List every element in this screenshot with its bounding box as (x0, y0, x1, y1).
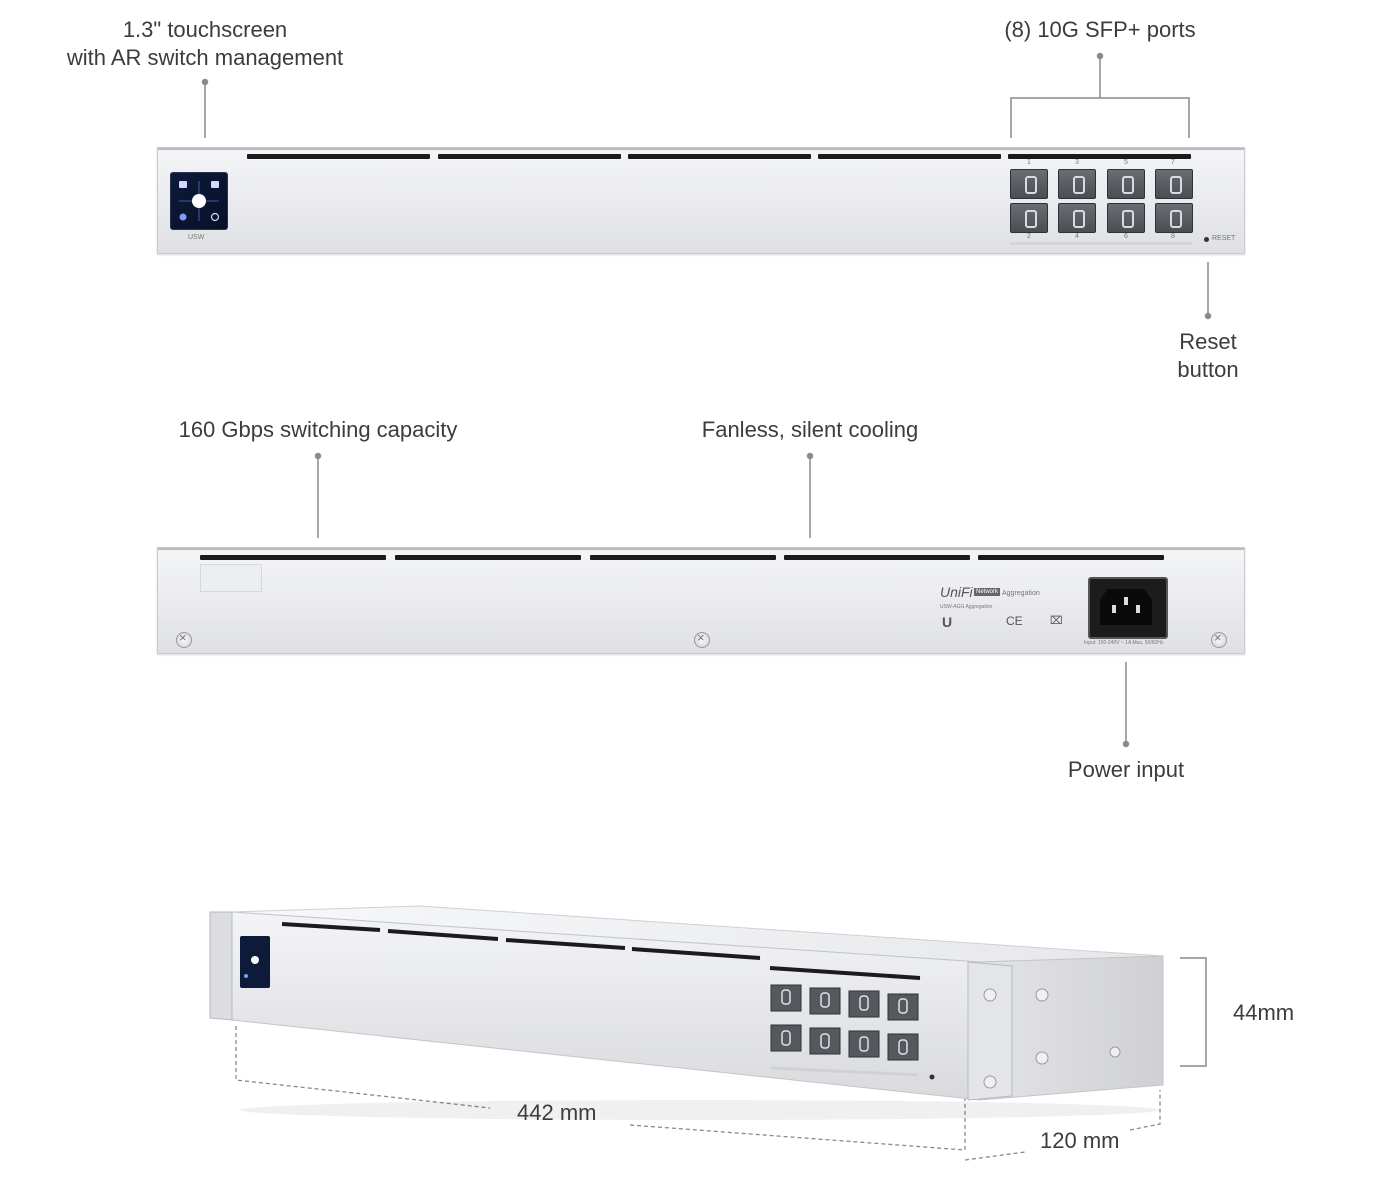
rear-product: Aggregation (1002, 590, 1040, 597)
width-dimension-line-left (235, 1026, 491, 1109)
sfp-port-5[interactable] (1107, 169, 1145, 199)
touchscreen-label-line1: 1.3" touchscreen (122, 17, 288, 42)
reset-button[interactable] (1204, 237, 1209, 242)
switching-capacity-label: 160 Gbps switching capacity (178, 417, 458, 442)
rear-model: USW-AGG Aggregation (940, 604, 993, 610)
port-number: 5 (1124, 159, 1128, 166)
reset-button-label: Reset button (1148, 328, 1268, 384)
sfp-port-8[interactable] (1155, 203, 1193, 233)
rear-vent-5 (978, 555, 1164, 560)
port-number: 4 (1075, 233, 1079, 240)
rear-panel: UniFi Network Aggregation USW-AGG Aggreg… (157, 547, 1245, 654)
front-vent-5 (1008, 154, 1191, 159)
rear-label-area (200, 564, 262, 592)
front-vent-2 (438, 154, 621, 159)
reset-label-line2: button (1177, 357, 1239, 382)
depth-dimension-line (964, 1151, 1026, 1161)
power-socket[interactable] (1088, 577, 1168, 639)
width-dimension: 442 mm (517, 1100, 597, 1125)
front-vent-4 (818, 154, 1001, 159)
depth-dimension: 120 mm (1040, 1128, 1120, 1153)
reset-label-line1: Reset (1179, 329, 1237, 354)
rear-brand: UniFi (940, 584, 973, 600)
front-vent-1 (247, 154, 430, 159)
rear-vent-1 (200, 555, 386, 560)
rear-screw-right (1211, 630, 1227, 648)
sfp-ports-label: (8) 10G SFP+ ports (1004, 17, 1196, 42)
cooling-label: Fanless, silent cooling (701, 417, 919, 442)
touchscreen-label: 1.3" touchscreen with AR switch manageme… (45, 16, 365, 72)
height-dimension: 44mm (1233, 1000, 1295, 1025)
rack-ear-left (209, 911, 233, 1021)
sfp-port-1[interactable] (1010, 169, 1048, 199)
rear-vent-3 (590, 555, 776, 560)
rear-vent-4 (784, 555, 970, 560)
front-badge: USW (188, 234, 205, 241)
power-rating: Input: 100-240V ~ 1A Max, 50/60Hz (1084, 640, 1164, 646)
front-vent-3 (628, 154, 811, 159)
sfp-port-4[interactable] (1058, 203, 1096, 233)
sfp-port-6[interactable] (1107, 203, 1145, 233)
sfp-bracket (1010, 97, 1190, 138)
port-number: 8 (1171, 233, 1175, 240)
sfp-port-7[interactable] (1155, 169, 1193, 199)
port-number: 1 (1027, 159, 1031, 166)
front-panel: USW 1 3 5 7 2 4 6 8 RESET (157, 147, 1245, 254)
sfp-status-bar (1010, 242, 1192, 245)
port-number: 3 (1075, 159, 1079, 166)
port-number: 2 (1027, 233, 1031, 240)
reset-text: RESET (1212, 235, 1236, 242)
depth-dimension-line-right (1129, 1090, 1161, 1131)
rear-tag: Network (974, 588, 1001, 596)
touchscreen-icons (179, 181, 220, 222)
rear-screw-left (176, 630, 192, 648)
port-number: 7 (1171, 159, 1175, 166)
touchscreen-label-line2: with AR switch management (66, 45, 344, 70)
sfp-port-2[interactable] (1010, 203, 1048, 233)
power-input-label: Power input (1067, 757, 1185, 782)
height-dimension-line (1180, 957, 1207, 1067)
recycle-bin-icon: ⌧ (1050, 615, 1063, 627)
port-number: 6 (1124, 233, 1128, 240)
touchscreen[interactable] (170, 172, 228, 230)
sfp-port-3[interactable] (1058, 169, 1096, 199)
ubiquiti-logo-icon: U (942, 614, 953, 630)
rear-vent-2 (395, 555, 581, 560)
power-socket-inner-icon (1100, 589, 1152, 625)
rack-ear-right (967, 961, 1013, 1101)
rear-screw-center (694, 630, 710, 648)
rear-cert-marks: CE (1006, 614, 1023, 628)
